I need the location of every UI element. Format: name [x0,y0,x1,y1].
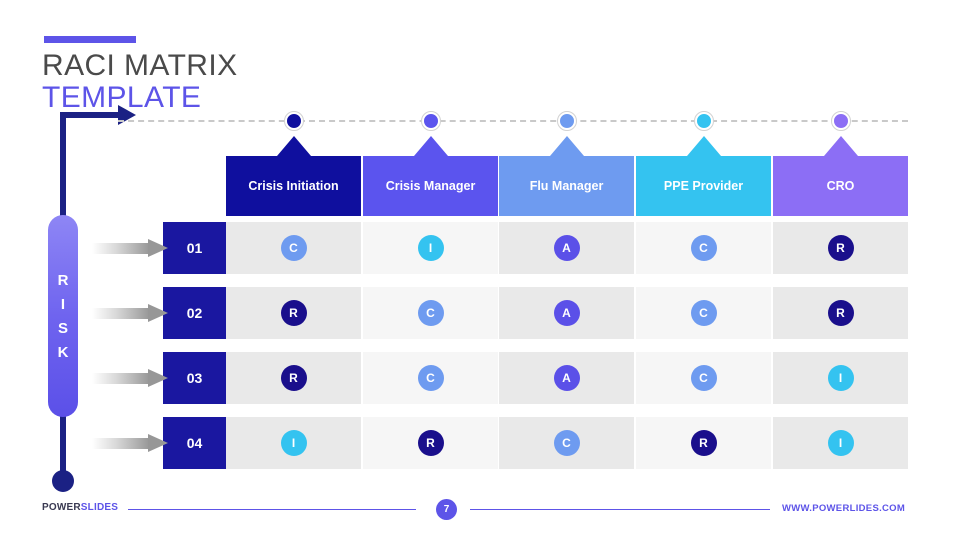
raci-badge-a: A [553,235,580,261]
row-number-04: 04 [163,417,226,469]
raci-badge-i: I [280,430,307,456]
raci-badge-a: A [553,300,580,326]
matrix-cell[interactable]: A [499,287,634,339]
column-pointer-2 [413,136,448,156]
raci-badge-i: I [417,235,444,261]
matrix-cell[interactable]: C [636,352,771,404]
column-pointer-4 [686,136,721,156]
risk-letter-k: K [57,343,69,361]
column-header-4[interactable]: PPE Provider [636,156,771,216]
row-arrow-bar [92,372,148,384]
matrix-cell[interactable]: I [363,222,498,274]
column-pointer-5 [823,136,858,156]
page-title-line-1: RACI MATRIX [42,49,238,82]
connector-dashed-line [118,120,908,122]
column-header-2[interactable]: Crisis Manager [363,156,498,216]
raci-badge-r: R [827,300,854,326]
column-pointer-3 [549,136,584,156]
column-header-5[interactable]: CRO [773,156,908,216]
left-spine-end-dot [52,470,74,492]
raci-badge-c: C [690,300,717,326]
raci-badge-c: C [417,300,444,326]
raci-badge-i: I [827,365,854,391]
title-accent-bar [44,36,136,43]
raci-badge-r: R [280,365,307,391]
matrix-cell[interactable]: R [773,222,908,274]
matrix-cell[interactable]: I [773,352,908,404]
title-arrow-horizontal-stem [60,112,122,118]
raci-badge-a: A [553,365,580,391]
raci-badge-i: I [827,430,854,456]
page-title: RACI MATRIX TEMPLATE [42,49,342,115]
row-arrow-bar [92,242,148,254]
row-number-01: 01 [163,222,226,274]
raci-badge-r: R [280,300,307,326]
raci-badge-r: R [827,235,854,261]
title-arrow-icon [60,105,150,142]
row-arrow-bar [92,437,148,449]
footer-logo-slides: SLIDES [80,502,119,513]
matrix-cell[interactable]: R [363,417,498,469]
row-arrow-tip [148,433,168,452]
matrix-cell[interactable]: R [226,287,361,339]
matrix-cell[interactable]: A [499,352,634,404]
matrix-cell[interactable]: A [499,222,634,274]
raci-badge-c: C [417,365,444,391]
column-header-3[interactable]: Flu Manager [499,156,634,216]
raci-badge-c: C [553,430,580,456]
row-arrow-icon-04 [92,433,168,453]
raci-badge-r: R [417,430,444,456]
title-arrow-vertical-stem [60,112,66,142]
row-arrow-icon-01 [92,238,168,258]
row-arrow-tip [148,303,168,322]
footer-logo: POWERSLIDES [42,502,118,513]
risk-letter-i: I [60,295,66,313]
connector-dot-4 [693,111,714,131]
row-arrow-icon-02 [92,303,168,323]
raci-badge-c: C [690,235,717,261]
matrix-cell[interactable]: C [636,222,771,274]
column-header-1[interactable]: Crisis Initiation [226,156,361,216]
footer-rule-left [128,509,416,510]
matrix-cell[interactable]: C [499,417,634,469]
risk-label-pill: R I S K [48,215,78,417]
matrix-cell[interactable]: I [773,417,908,469]
connector-dot-2 [420,111,441,131]
matrix-cell[interactable]: R [226,352,361,404]
raci-badge-r: R [690,430,717,456]
connector-dot-1 [283,111,304,131]
raci-badge-c: C [690,365,717,391]
row-number-02: 02 [163,287,226,339]
risk-letter-r: R [57,271,69,289]
matrix-cell[interactable]: C [363,352,498,404]
matrix-cell[interactable]: I [226,417,361,469]
row-arrow-bar [92,307,148,319]
row-arrow-icon-03 [92,368,168,388]
row-number-03: 03 [163,352,226,404]
footer-logo-power: POWER [42,502,81,513]
page-title-line-2: TEMPLATE [42,81,202,115]
matrix-cell[interactable]: C [636,287,771,339]
column-pointer-1 [276,136,311,156]
row-arrow-tip [148,238,168,257]
matrix-cell[interactable]: C [226,222,361,274]
title-arrow-head [118,105,136,125]
connector-dot-3 [556,111,577,131]
footer-url: WWW.POWERLIDES.COM [782,503,906,514]
row-arrow-tip [148,368,168,387]
raci-badge-c: C [280,235,307,261]
matrix-cell[interactable]: C [363,287,498,339]
matrix-cell[interactable]: R [773,287,908,339]
risk-letter-s: S [57,319,68,337]
page-number-badge: 7 [436,499,457,520]
matrix-cell[interactable]: R [636,417,771,469]
footer-rule-right [470,509,770,510]
connector-dot-5 [830,111,851,131]
